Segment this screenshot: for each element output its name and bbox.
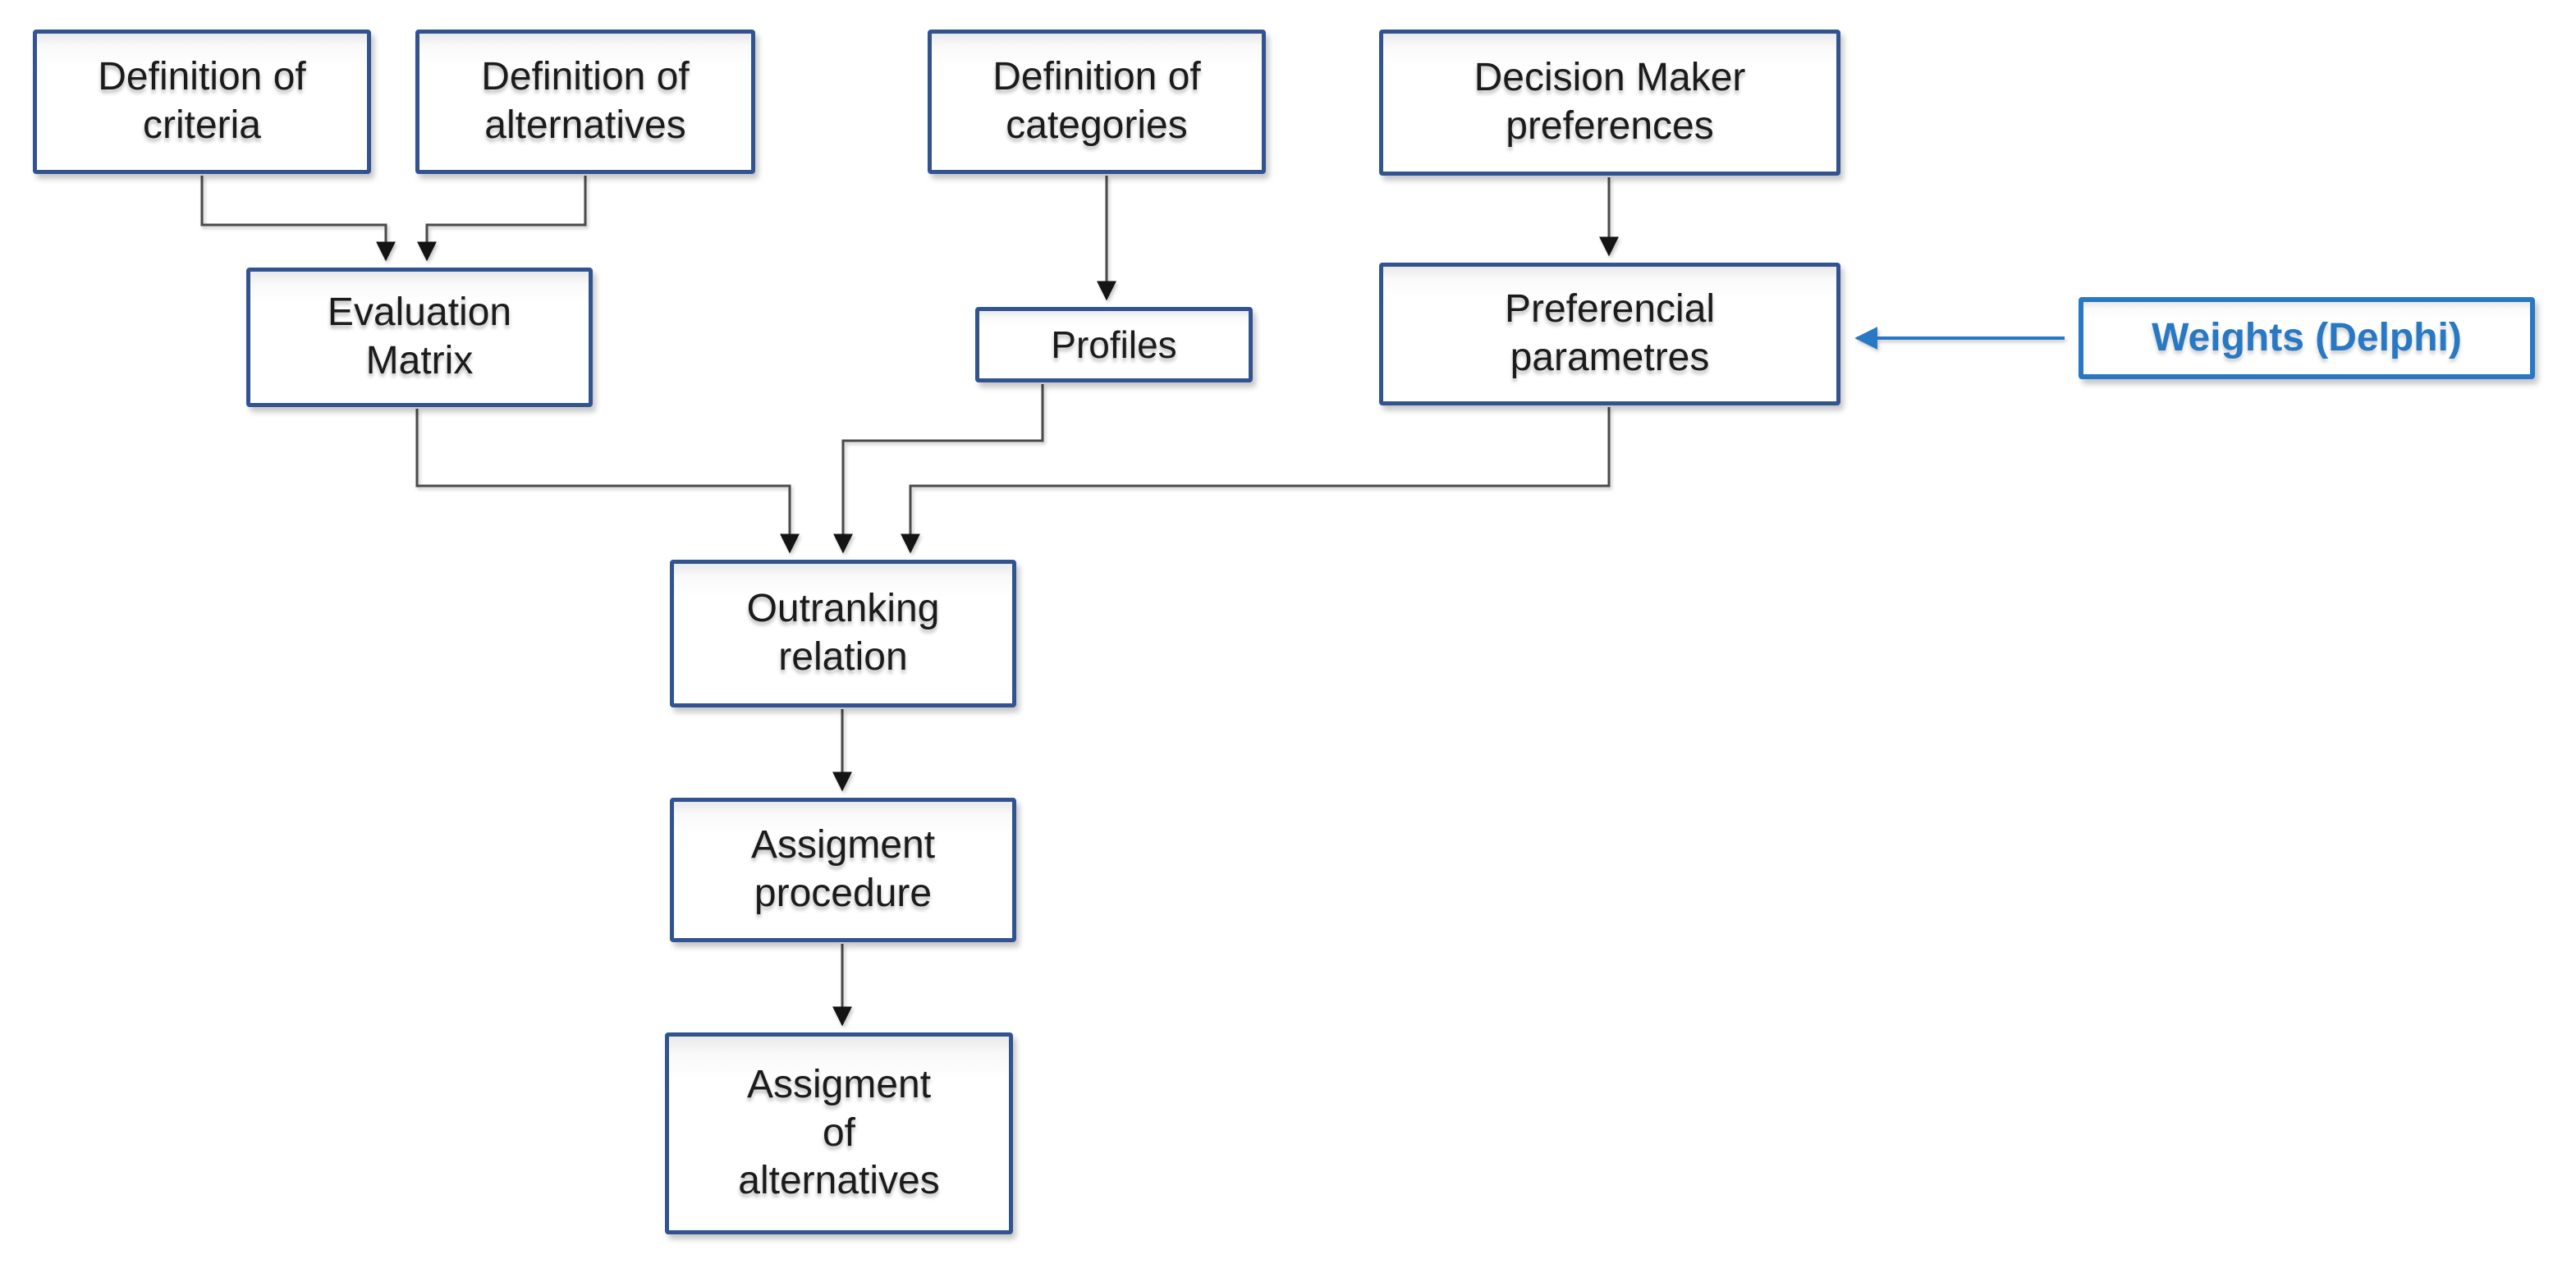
box-preferencial-parametres: Preferencial parametres bbox=[1379, 263, 1840, 405]
box-decision-maker-preferences: Decision Maker preferences bbox=[1379, 30, 1840, 176]
connector-preferencial-to-outranking bbox=[901, 407, 1611, 554]
connector-criteria-to-evaluation-matrix bbox=[200, 176, 396, 262]
box-profiles: Profiles bbox=[975, 307, 1253, 382]
box-weights-delphi: Weights (Delphi) bbox=[2079, 297, 2535, 379]
box-definition-of-criteria: Definition of criteria bbox=[33, 30, 371, 174]
box-definition-of-alternatives: Definition of alternatives bbox=[415, 30, 755, 174]
box-evaluation-matrix: Evaluation Matrix bbox=[246, 268, 593, 407]
box-definition-of-categories: Definition of categories bbox=[928, 30, 1266, 174]
box-assigment-procedure: Assigment procedure bbox=[670, 798, 1016, 942]
connector-alternatives-to-evaluation-matrix bbox=[417, 176, 587, 262]
connector-profiles-to-outranking bbox=[833, 384, 1044, 554]
connector-evaluation-matrix-to-outranking bbox=[415, 409, 800, 554]
box-outranking-relation: Outranking relation bbox=[670, 560, 1016, 707]
box-assigment-of-alternatives: Assigment of alternatives bbox=[665, 1032, 1013, 1234]
